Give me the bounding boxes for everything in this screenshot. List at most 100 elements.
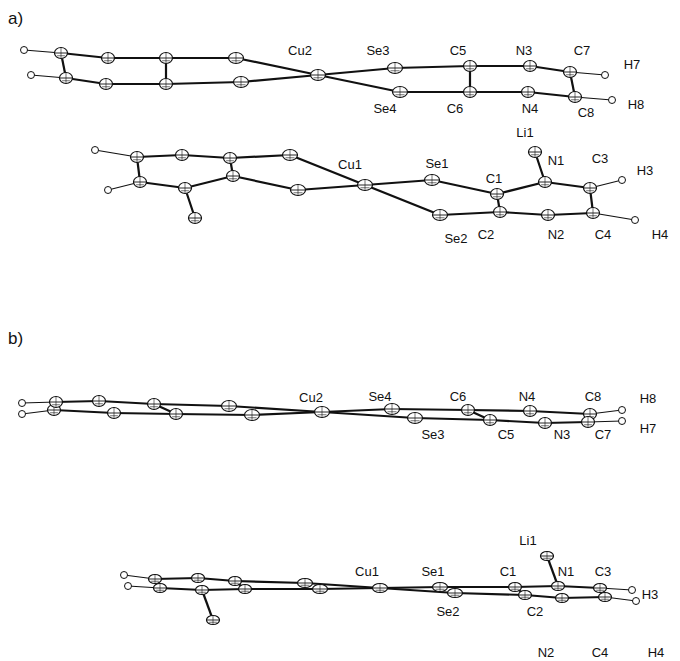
atom-ellipsoid <box>234 77 249 88</box>
ellipsoid-axis <box>108 53 109 64</box>
ellipsoid-hatch <box>589 215 597 216</box>
atom-ellipsoid <box>484 415 497 426</box>
atom-label: C5 <box>498 428 515 441</box>
ellipsoid-hatch <box>229 178 237 179</box>
ellipsoid-hatch <box>104 60 112 61</box>
ellipsoid-axis <box>558 582 559 591</box>
atom-label: Se4 <box>373 102 396 115</box>
ellipsoid-axis <box>185 183 186 194</box>
ellipsoid-hatch <box>198 592 206 593</box>
bond-line <box>318 68 395 75</box>
ellipsoid-hatch <box>531 154 539 155</box>
atom-label: C2 <box>527 605 544 618</box>
ellipsoid-axis <box>66 73 67 84</box>
ellipsoid-axis <box>318 70 319 81</box>
atom-label: Li1 <box>519 534 536 547</box>
ellipsoid-hatch <box>391 70 400 71</box>
ellipsoid-hatch <box>596 590 604 591</box>
ellipsoid-hatch <box>486 422 494 423</box>
atom-ellipsoid <box>462 405 475 416</box>
bond-line <box>166 57 236 59</box>
bond-line <box>392 409 468 410</box>
ellipsoid-hatch <box>194 580 202 581</box>
atom-ellipsoid <box>93 396 106 407</box>
bond-line <box>99 401 154 404</box>
atom-ellipsoid <box>519 591 532 600</box>
hydrogen-atom <box>21 47 28 54</box>
bond-line <box>182 155 230 158</box>
ellipsoid-hatch <box>102 86 110 87</box>
ellipsoid-axis <box>140 177 141 188</box>
atom-label: C6 <box>450 390 467 403</box>
hydrogen-atom <box>619 418 626 425</box>
atom-ellipsoid <box>599 593 612 602</box>
bond-line <box>241 75 318 82</box>
ellipsoid-axis <box>395 63 396 74</box>
atom-ellipsoid <box>229 53 244 64</box>
ellipsoid-axis <box>392 404 393 415</box>
atom-ellipsoid <box>311 70 326 81</box>
ellipsoid-hatch <box>162 60 170 61</box>
ellipsoid-hatch <box>316 591 325 592</box>
ellipsoid-hatch <box>52 404 60 405</box>
bond-line <box>470 91 528 93</box>
bond-line <box>229 406 322 412</box>
bond-line <box>468 410 530 411</box>
atom-label: Li1 <box>516 126 533 139</box>
ellipsoid-axis <box>155 575 156 584</box>
ellipsoid-hatch <box>428 182 437 183</box>
ellipsoid-axis <box>290 150 291 161</box>
atom-ellipsoid <box>464 87 477 98</box>
ellipsoid-hatch <box>314 77 323 78</box>
ellipsoid-axis <box>56 397 57 408</box>
ellipsoid-axis <box>305 579 306 588</box>
ellipsoid-axis <box>593 208 594 219</box>
ellipsoid-axis <box>322 407 323 418</box>
atom-label: Se1 <box>425 157 448 170</box>
ellipsoid-axis <box>515 583 516 592</box>
ellipsoid-hatch <box>162 86 170 87</box>
ellipsoid-hatch <box>110 415 118 416</box>
bond-line <box>233 176 298 190</box>
ellipsoid-axis <box>528 87 529 98</box>
ellipsoid-axis <box>106 79 107 90</box>
ellipsoid-hatch <box>301 585 310 586</box>
hydrogen-atom <box>609 97 616 104</box>
ellipsoid-hatch <box>248 417 257 418</box>
ellipsoid-axis <box>525 591 526 600</box>
ellipsoid-axis <box>470 87 471 98</box>
bond-line <box>322 409 392 412</box>
panel-label: b) <box>8 330 23 347</box>
atom-label: C7 <box>574 44 591 57</box>
atom-ellipsoid <box>524 61 537 72</box>
atom-ellipsoid <box>207 616 220 625</box>
atom-label: C6 <box>447 102 464 115</box>
ellipsoid-axis <box>114 408 115 419</box>
ellipsoid-hatch <box>50 412 58 413</box>
ellipsoid-hatch <box>150 406 158 407</box>
ellipsoid-axis <box>455 589 456 598</box>
ellipsoid-hatch <box>361 187 370 188</box>
atom-label: Cu1 <box>355 565 379 578</box>
ellipsoid-axis <box>530 61 531 72</box>
atom-label: N2 <box>538 646 555 659</box>
ellipsoid-hatch <box>151 581 159 582</box>
atom-label: Se2 <box>444 232 467 245</box>
ellipsoid-hatch <box>543 558 551 559</box>
hydrogen-atom <box>619 407 626 414</box>
atom-label: C1 <box>500 565 517 578</box>
ellipsoid-hatch <box>493 196 501 197</box>
ellipsoid-axis <box>470 61 471 72</box>
atom-ellipsoid <box>393 87 408 98</box>
ellipsoid-axis <box>213 616 214 625</box>
atom-label: Cu1 <box>338 158 362 171</box>
ellipsoid-axis <box>182 150 183 161</box>
atom-ellipsoid <box>584 183 597 194</box>
ellipsoid-axis <box>588 417 589 428</box>
ellipsoid-axis <box>235 577 236 586</box>
ellipsoid-axis <box>241 77 242 88</box>
atom-ellipsoid <box>108 408 121 419</box>
ellipsoid-hatch <box>511 589 519 590</box>
atom-label: Se2 <box>436 605 459 618</box>
